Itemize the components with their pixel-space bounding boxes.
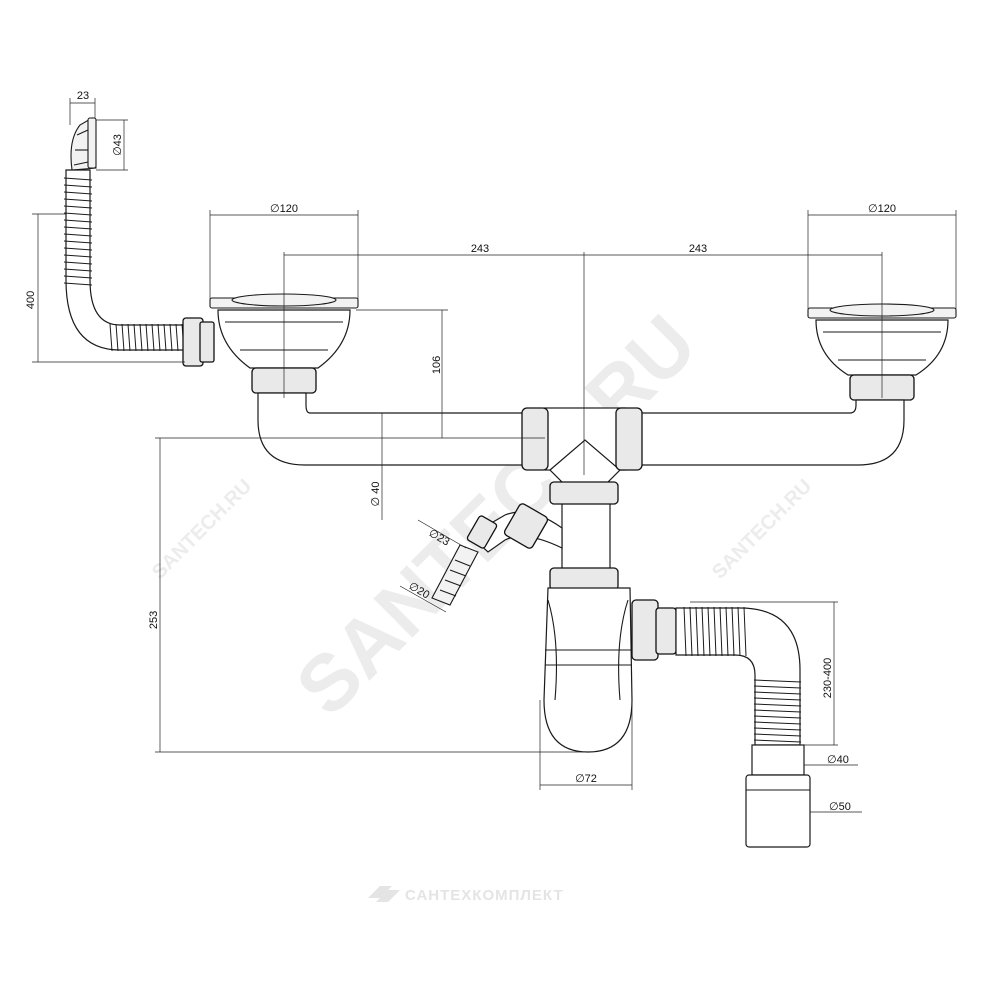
hose-rib [725,606,729,657]
dim-bottle-diameter: ∅72 [539,700,633,790]
dim-overflow-width-label: 23 [77,90,89,102]
hose-rib [753,685,802,689]
hose-rib [689,606,693,657]
hose-rib [63,212,93,216]
hose-rib [753,697,802,701]
brand-name: САНТЕХКОМПЛЕКТ [405,887,564,904]
hose-rib [731,606,735,657]
hose-rib [753,715,802,719]
dim-bottle-diameter-label: ∅72 [575,773,597,785]
hose-rib [753,691,802,695]
hose-rib [753,733,802,737]
hose-rib [63,261,93,265]
dim-outlet-1: ∅40 [804,754,858,766]
dim-total-height-label: 253 [148,611,160,629]
hose-rib [157,323,161,352]
hose-rib [63,219,93,223]
hose-rib [115,323,119,352]
dim-overflow-hose-length: 400 [25,213,185,363]
tail-pipe [549,481,619,591]
dim-drop-height-label: 106 [431,356,443,374]
dim-spacing: 243 243 [283,243,883,475]
hose-rib [109,323,113,352]
dim-overflow-width: 23 [69,90,96,125]
dim-strainer-right: ∅120 [807,203,957,310]
dim-hose-range: 230-400 [690,601,838,746]
hose-rib [163,323,167,352]
hose-rib [713,606,717,657]
hose-rib [63,247,93,251]
hose-rib [695,606,699,657]
hose-rib [63,184,93,188]
hose-rib [701,606,705,657]
dim-drop-height: 106 [356,309,448,438]
hose-rib [133,323,137,352]
hose-rib [707,606,711,657]
dim-overflow-diameter-label: ∅43 [112,134,124,156]
hose-rib [63,226,93,230]
hose-rib [63,177,93,181]
hose-rib [139,323,143,352]
watermark-left: SANTECH.RU [148,475,256,583]
hose-rib [753,679,802,683]
hose-rib [121,323,125,352]
dim-hose-range-label: 230-400 [822,658,834,698]
hose-rib [151,323,155,352]
drain-outlet [745,744,811,848]
hose-rib [63,275,93,279]
overflow-corrugated-hose [63,169,215,367]
hose-rib [719,606,723,657]
dim-strainer-right-label: ∅120 [868,203,896,215]
hose-rib [683,606,687,657]
dim-overflow-hose-length-label: 400 [25,291,37,309]
dim-spacing-right-label: 243 [689,243,707,255]
drain-corrugated-hose [675,606,802,746]
hose-rib [753,739,802,743]
trap-outlet-nut [631,599,677,661]
dim-outlet-2-label: ∅50 [829,801,851,813]
overflow-head [70,117,97,171]
hose-rib [753,703,802,707]
watermark-right: SANTECH.RU [708,475,816,583]
hose-rib [63,254,93,258]
bottle-trap [543,587,633,753]
dim-strainer-left-label: ∅120 [270,203,298,215]
watermark-main: SANTECH.RU [279,298,713,732]
hose-rib [169,323,173,352]
hose-rib [743,606,747,657]
hose-rib [63,268,93,272]
hose-rib [63,205,93,209]
connecting-pipe [257,392,905,486]
hose-rib [753,727,802,731]
side-outlet [431,503,563,606]
hose-rib [737,606,741,657]
dim-total-height: 253 [148,437,588,753]
hose-rib [145,323,149,352]
dim-spacing-left-label: 243 [471,243,489,255]
hose-rib [175,323,179,352]
dim-overflow-diameter: ∅43 [96,119,128,171]
hose-rib [753,709,802,713]
hose-rib [63,282,93,286]
hose-rib [63,233,93,237]
dim-pipe-diameter-label: ∅ 40 [370,482,382,507]
hose-rib [63,240,93,244]
hose-rib [63,198,93,202]
dim-pipe-diameter: ∅ 40 [370,412,388,520]
hose-rib [753,721,802,725]
dim-outlet-2: ∅50 [810,801,862,813]
hose-rib [63,191,93,195]
dim-outlet-1-label: ∅40 [827,754,849,766]
hose-rib [127,323,131,352]
brand-logo: САНТЕХКОМПЛЕКТ [368,886,564,904]
